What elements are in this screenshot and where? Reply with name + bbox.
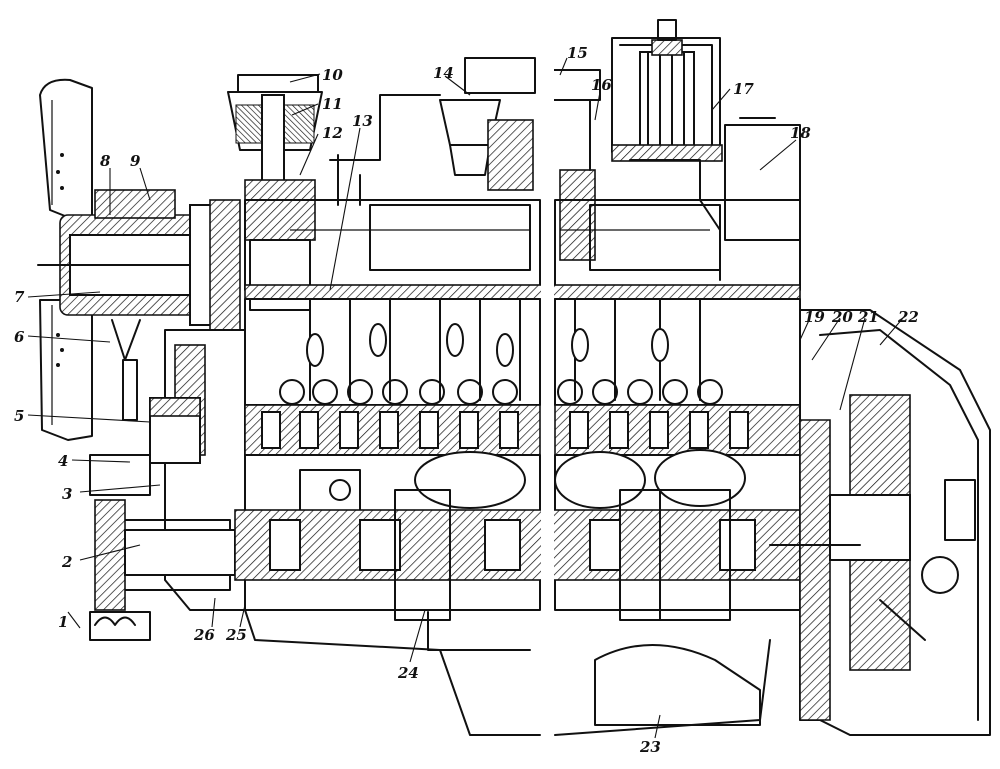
callout-23: 23 [639, 738, 661, 756]
crankshaft [234, 489, 801, 621]
callout-9: 9 [130, 152, 141, 170]
callout-17: 17 [733, 80, 754, 98]
callout-1: 1 [58, 613, 68, 631]
callout-20: 20 [831, 308, 853, 326]
callout-21: 21 [857, 308, 879, 326]
callout-16: 16 [591, 76, 612, 94]
air-filter [611, 19, 723, 281]
callout-25: 25 [225, 626, 247, 644]
intake-manifold [244, 199, 801, 300]
callout-labels: 1 2 3 4 5 6 7 8 9 10 11 12 13 14 15 16 1… [14, 44, 919, 756]
camshaft [244, 404, 801, 456]
callout-24: 24 [397, 664, 419, 682]
callout-3: 3 [62, 485, 72, 503]
callout-13: 13 [352, 112, 373, 130]
rocker-cover-right [724, 117, 801, 241]
leader-lines [27, 57, 904, 739]
callout-11: 11 [322, 95, 343, 113]
carburetor [329, 57, 536, 206]
section-split-gap [541, 0, 554, 769]
callout-4: 4 [58, 452, 68, 470]
callout-2: 2 [61, 553, 72, 571]
callout-7: 7 [14, 288, 25, 306]
callout-12: 12 [322, 124, 343, 142]
callout-18: 18 [790, 124, 811, 142]
callout-8: 8 [100, 152, 111, 170]
callout-22: 22 [897, 308, 919, 326]
callout-14: 14 [433, 64, 454, 82]
callout-10: 10 [322, 66, 343, 84]
callout-26: 26 [193, 626, 215, 644]
callout-15: 15 [567, 44, 588, 62]
cylinder-block [244, 298, 801, 406]
callout-6: 6 [14, 328, 25, 346]
callout-19: 19 [804, 308, 825, 326]
oil-pan [244, 609, 771, 736]
callout-5: 5 [14, 407, 24, 425]
oil-filter [227, 74, 323, 311]
water-pump [37, 189, 241, 421]
clutch-housing [769, 309, 991, 736]
timing-cover [89, 329, 246, 611]
